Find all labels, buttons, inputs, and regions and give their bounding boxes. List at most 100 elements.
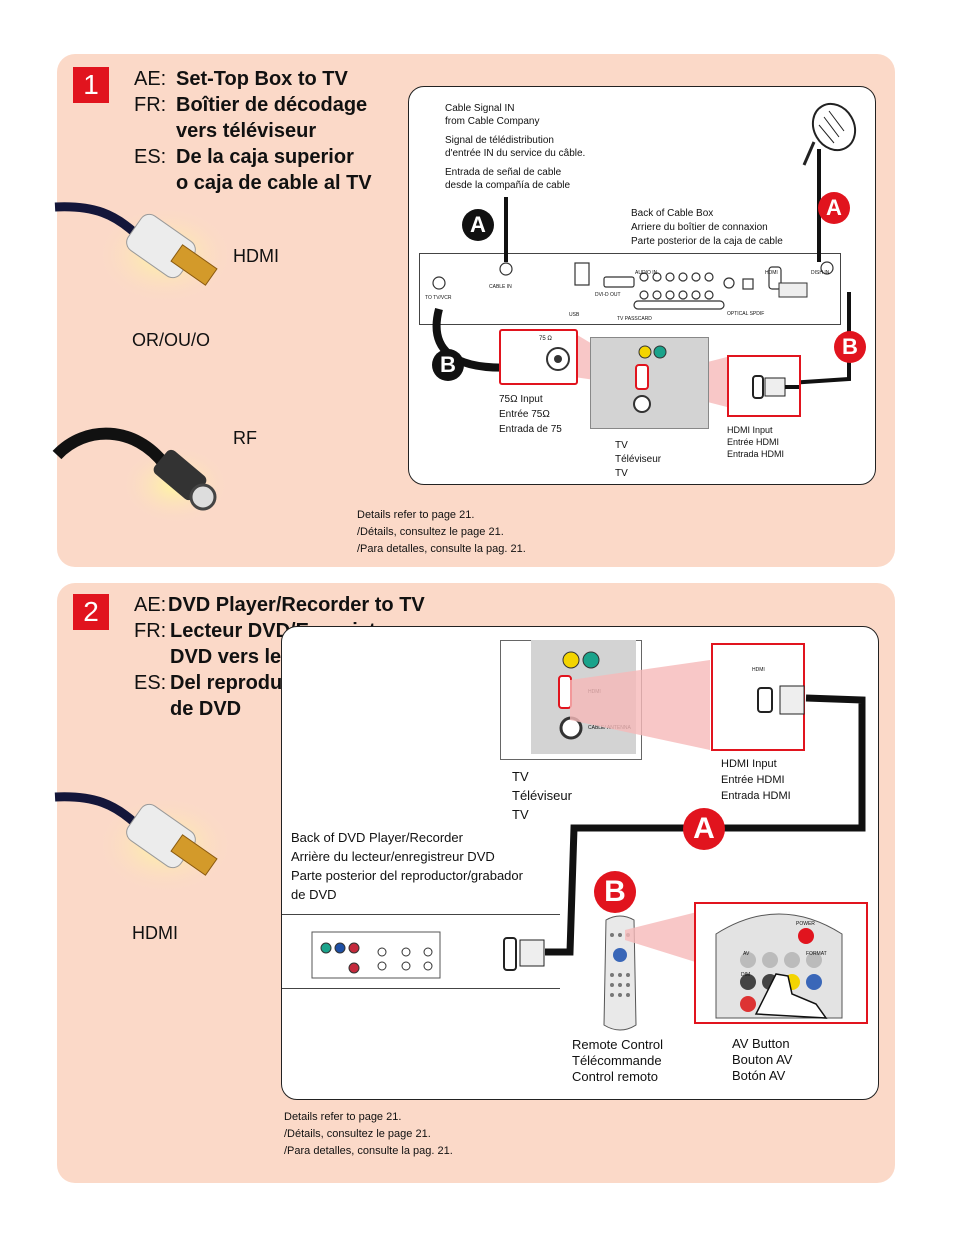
passcard-label: TV PASSCARD [617,316,652,322]
title-lang: FR: [134,620,167,642]
text-line: TV [512,769,529,784]
badge-a-left-text: A [470,212,486,237]
title-text: Boîtier de décodage [176,94,368,116]
badge-b-right-text: B [842,334,858,359]
dvd-ports [311,931,441,979]
signal-text: Cable Signal IN from Cable Company Signa… [445,102,585,192]
dvi-label: DVI-D OUT [595,292,621,298]
optical-label: OPTICAL SPDIF [727,311,765,317]
title-text: o caja de cable al TV [176,172,372,194]
badge-b-left-text: B [440,352,456,377]
hdmi-port-label: HDMI [765,270,778,276]
hdmi-cable-label: HDMI [132,923,178,943]
badge-a-left [462,209,494,241]
text-line: TV [615,440,628,451]
text-line: /Détails, consultez le page 21. [284,1128,431,1140]
back-of-cable-box-text: Back of Cable Box Arriere du boîtier de … [631,207,783,249]
text-line: Arrière du lecteur/enregistreur DVD [291,849,495,864]
title-text: De la caja superior [176,146,354,168]
text-line: Signal de télédistribution [445,135,554,146]
hdmi-cable-label: HDMI [233,246,279,266]
text-line: Télécommande [572,1053,662,1068]
text-line: de DVD [291,887,337,902]
text-line: Téléviseur [615,454,662,465]
badge-a [683,808,725,850]
cable-in-label: CABLE IN [489,284,512,290]
section-1-details: Details refer to page 21. /Détails, cons… [357,507,526,558]
text-line: Details refer to page 21. [357,509,475,521]
text-line: Remote Control [572,1037,664,1052]
text-line: from Cable Company [445,116,540,127]
tv-text: TV Téléviseur TV [512,767,572,824]
text-line: /Para detalles, consulte la pag. 21. [284,1145,453,1157]
hdmi-input-text: HDMI Input Entrée HDMI Entrada HDMI [721,756,791,804]
highlight-lines [570,660,710,750]
title-text: Set-Top Box to TV [176,68,348,90]
title-lang: FR: [134,94,167,116]
text-line: Back of DVD Player/Recorder [291,830,463,845]
remote-control-icon [603,915,637,1031]
zoom-hdmi-label: HDMI [752,667,765,673]
ant75-label: 75 Ω [539,336,552,342]
text-line: HDMI Input [727,425,773,435]
text-line: Entrée 75Ω [499,409,550,420]
highlight-lines [625,910,705,965]
text-line: Entrée HDMI [721,774,785,786]
to-tvvcr-label: TO TV/VCR [425,295,452,301]
badge-b [594,871,636,913]
text-line: Entrada HDMI [727,449,785,459]
remote-av-label: AV [743,951,750,957]
remote-format-label: FORMAT [806,951,827,957]
text-line: Entrada de señal de cable [445,167,562,178]
remote-power-label: POWER [796,921,815,927]
text-line: Parte posterior del reproductor/grabador [291,868,523,883]
badge-b-text: B [604,875,626,908]
title-lang: ES: [134,146,167,168]
text-line: TV [512,807,529,822]
text-line: /Détails, consultez le page 21. [357,526,504,538]
section-1-number: 1 [73,67,109,103]
remote-text: Remote Control Télécommande Control remo… [572,1037,663,1085]
hdmi-input-text: HDMI Input Entrée HDMI Entrada HDMI [727,424,784,460]
text-line: Back of Cable Box [631,208,714,219]
title-text: de DVD [170,698,242,720]
section-1-diagram: Cable Signal IN from Cable Company Signa… [408,86,876,485]
text-line: Entrada de 75 [499,424,562,435]
text-line: /Para detalles, consulte la pag. 21. [357,543,526,555]
text-line: Control remoto [572,1069,658,1084]
dish-in-label: DISH IN [811,270,830,276]
audio-in-label: AUDIO IN [635,270,658,276]
input75-text: 75Ω Input Entrée 75Ω Entrada de 75 [499,392,562,437]
badge-a-right-text: A [826,195,842,220]
text-line: Cable Signal IN [445,103,515,114]
text-line: Botón AV [732,1068,786,1083]
text-line: Téléviseur [512,788,572,803]
hdmi-cable-illustration [54,792,235,895]
badge-a-right [818,192,850,224]
rf-cable-illustration [52,427,230,525]
tv-text: TV Téléviseur TV [615,439,661,481]
text-line: AV Button [732,1036,790,1051]
title-lang: ES: [134,672,167,694]
badge-a-text: A [693,812,715,845]
back-of-dvd-text: Back of DVD Player/Recorder Arrière du l… [291,828,523,904]
usb-label: USB [569,312,580,318]
text-line: 75Ω Input [499,394,543,405]
av-button-text: AV Button Bouton AV Botón AV [732,1036,792,1084]
rf-cable-label: RF [233,428,257,448]
section-2-details: Details refer to page 21. /Détails, cons… [284,1109,453,1160]
satellite-dish-icon [802,102,857,166]
title-lang: AE: [134,68,167,90]
title-lang: AE: [134,594,167,616]
tv-ports [558,651,600,740]
text-line: Parte posterior de la caja de cable [631,236,783,247]
hdmi-plug-icon [752,375,799,399]
badge-b-left [432,349,464,381]
remote-dim-label: DIM [741,972,751,978]
text-line: desde la compañía de cable [445,180,571,191]
or-label: OR/OU/O [132,330,211,350]
text-line: Details refer to page 21. [284,1111,402,1123]
title-text: vers téléviseur [176,120,317,142]
text-line: HDMI Input [721,758,777,770]
hdmi-cable-illustration [54,202,235,305]
